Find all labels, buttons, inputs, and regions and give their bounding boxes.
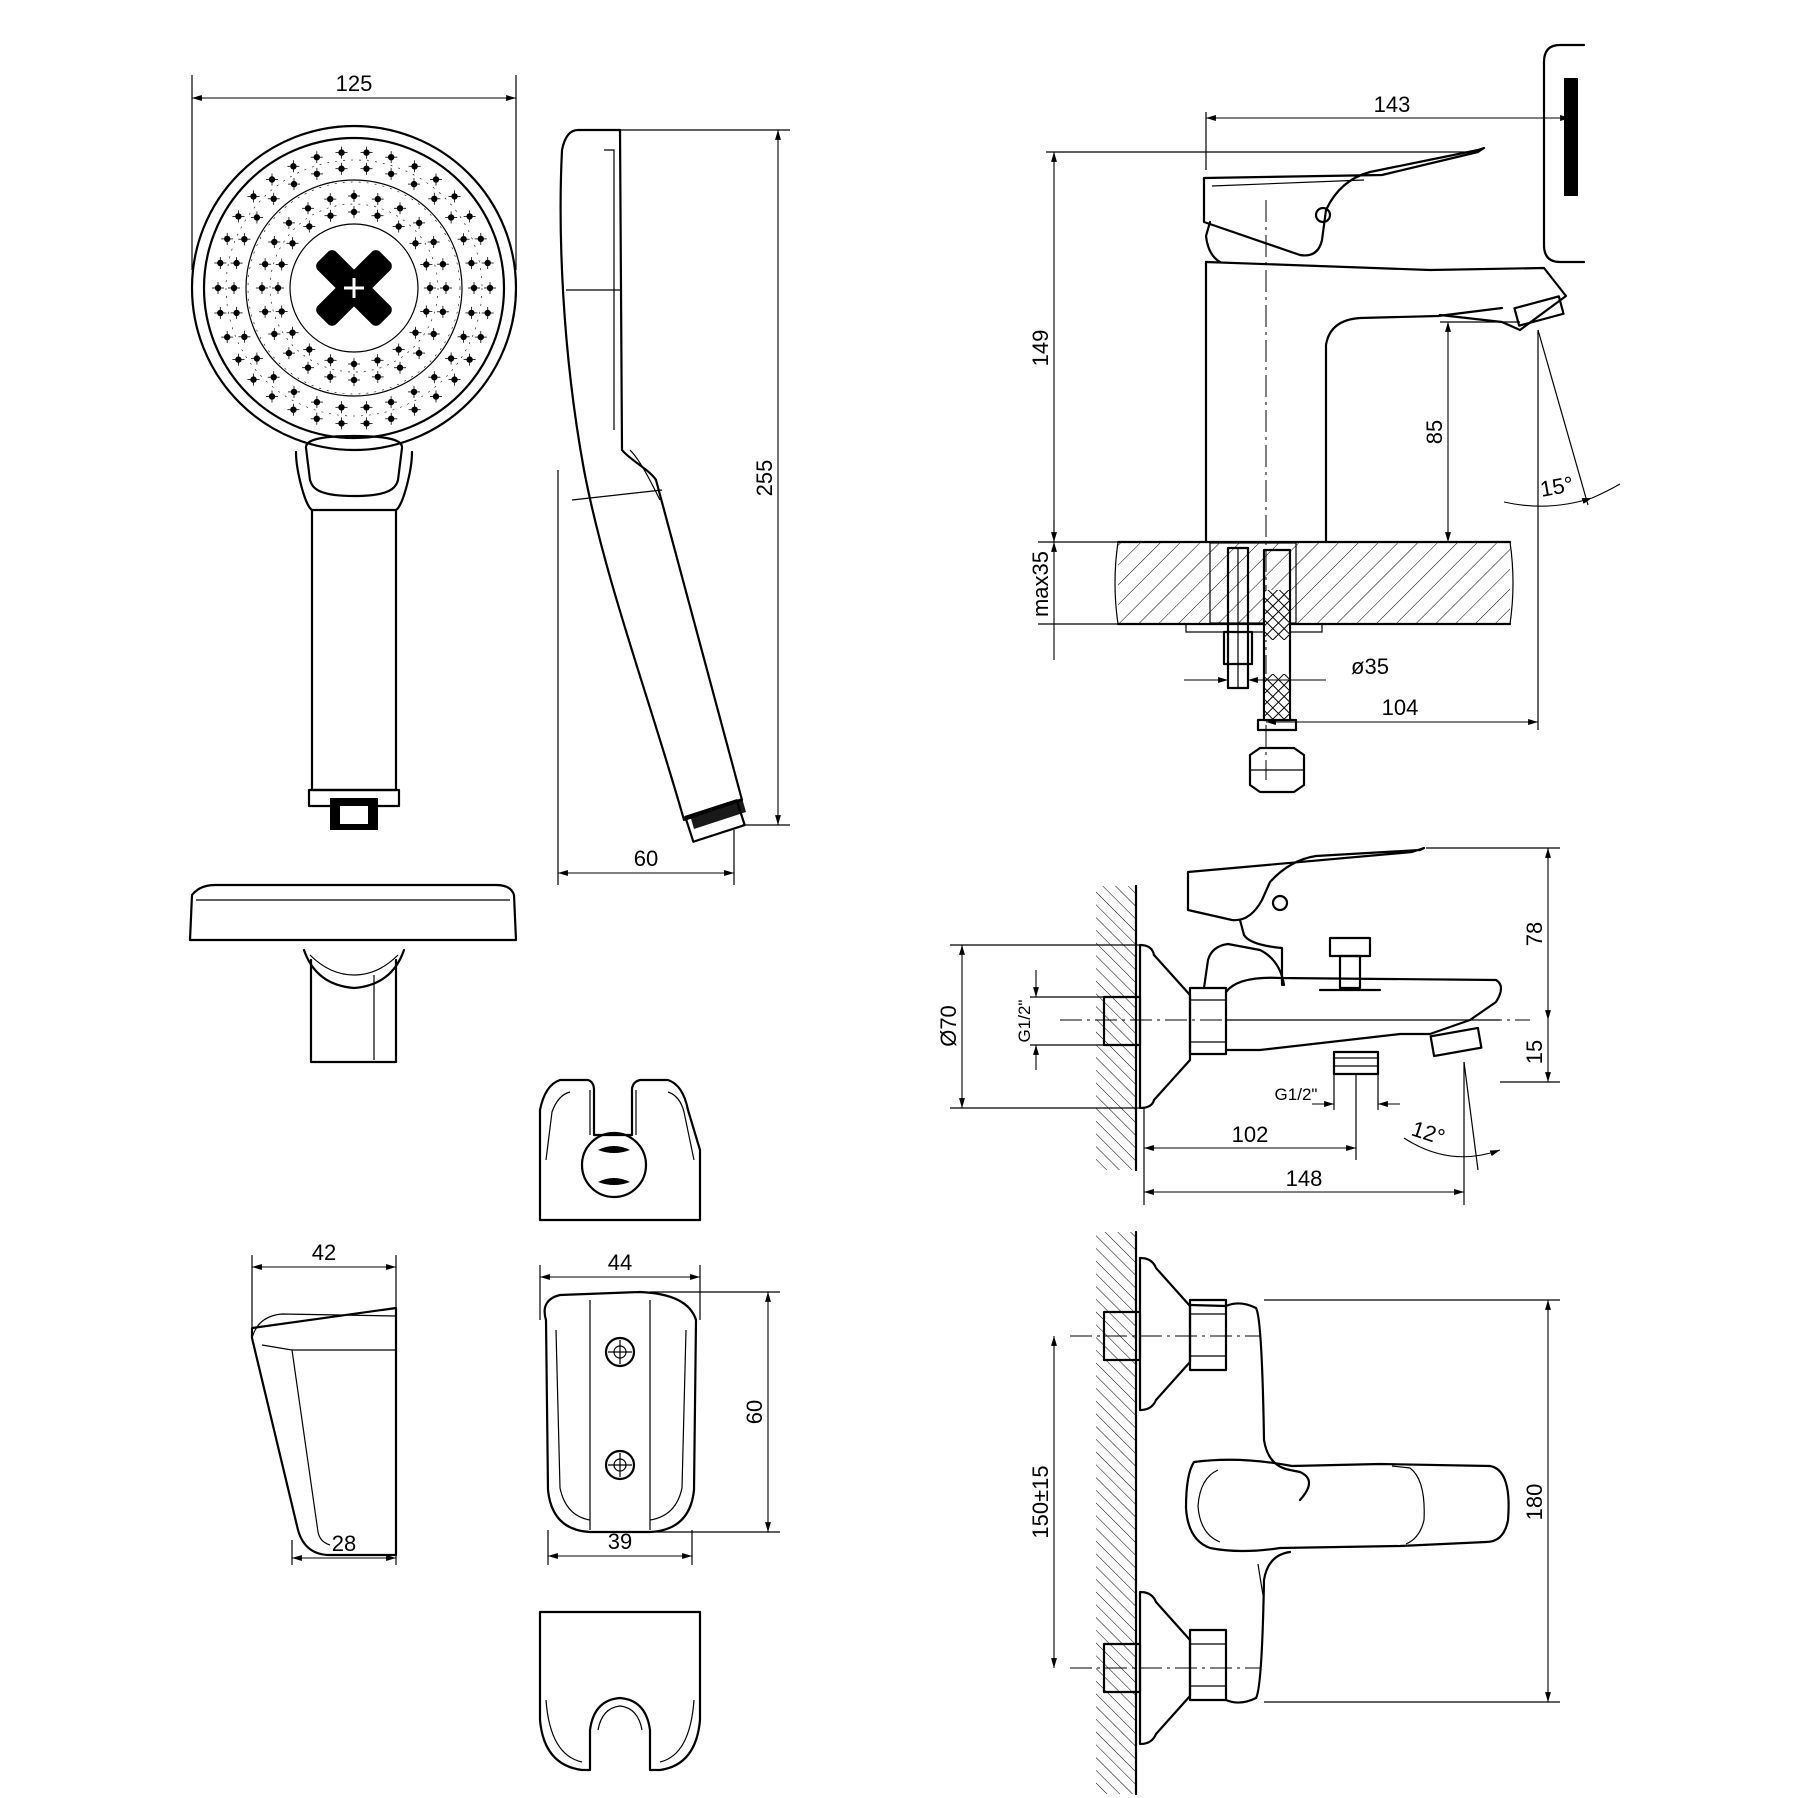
- holder-front-view: 44 39 60: [539, 1250, 780, 1565]
- dim-basin-reach: 143: [1374, 92, 1411, 117]
- hand-shower-top-view: [188, 883, 518, 1064]
- dim-holder-b-height: 60: [742, 1400, 767, 1424]
- dim-holder-b-width: 44: [608, 1250, 632, 1275]
- dim-bath-centers: 150±15: [1028, 1465, 1053, 1538]
- dim-bath-height: 78: [1522, 922, 1547, 946]
- bath-mixer-front-view: 150±15 180: [1028, 1230, 1560, 1796]
- dim-shower-length: 255: [752, 460, 777, 497]
- holder-top-view: [538, 1078, 702, 1222]
- dim-basin-max-deck: max35: [1028, 551, 1053, 617]
- dim-bath-reach: 148: [1286, 1166, 1323, 1191]
- dim-bath-spout-drop: 15: [1522, 1040, 1547, 1064]
- dim-bath-outlet-dist: 102: [1232, 1122, 1269, 1147]
- dim-shower-depth: 60: [634, 846, 658, 871]
- dim-bath-outlet-thread: G1/2": [1275, 1085, 1318, 1104]
- nozzle-pattern: [212, 146, 496, 430]
- dim-basin-spout-center: 104: [1382, 695, 1419, 720]
- holder-bottom-view: [538, 1610, 702, 1772]
- dim-basin-spout-height: 85: [1422, 420, 1447, 444]
- spray-mode-selector: [316, 250, 392, 326]
- basin-mixer-side-view: 143 149 85 max35 ø35 104 15°: [1028, 43, 1621, 794]
- bath-mixer-side-view: 78 15 Ø70 G1/2" G1/2" 102 148 12°: [936, 846, 1560, 1205]
- dim-basin-height: 149: [1028, 330, 1053, 367]
- holder-side-view: 42 28: [250, 1240, 398, 1565]
- dim-head-width: 125: [336, 71, 373, 96]
- dim-holder-a-bottom: 28: [332, 1531, 356, 1556]
- dim-holder-a-width: 42: [312, 1240, 336, 1265]
- dim-bath-total-width: 180: [1522, 1484, 1547, 1521]
- dim-basin-hole-dia: ø35: [1351, 654, 1389, 679]
- hand-shower-side-view: 255 60: [557, 128, 790, 885]
- dim-holder-b-bottom: 39: [608, 1529, 632, 1554]
- dim-basin-spout-angle: 15°: [1538, 471, 1575, 501]
- hand-shower-front-view: 125: [190, 71, 518, 830]
- dim-bath-flange-dia: Ø70: [936, 1005, 961, 1047]
- dim-bath-inlet-thread: G1/2": [1015, 1000, 1034, 1043]
